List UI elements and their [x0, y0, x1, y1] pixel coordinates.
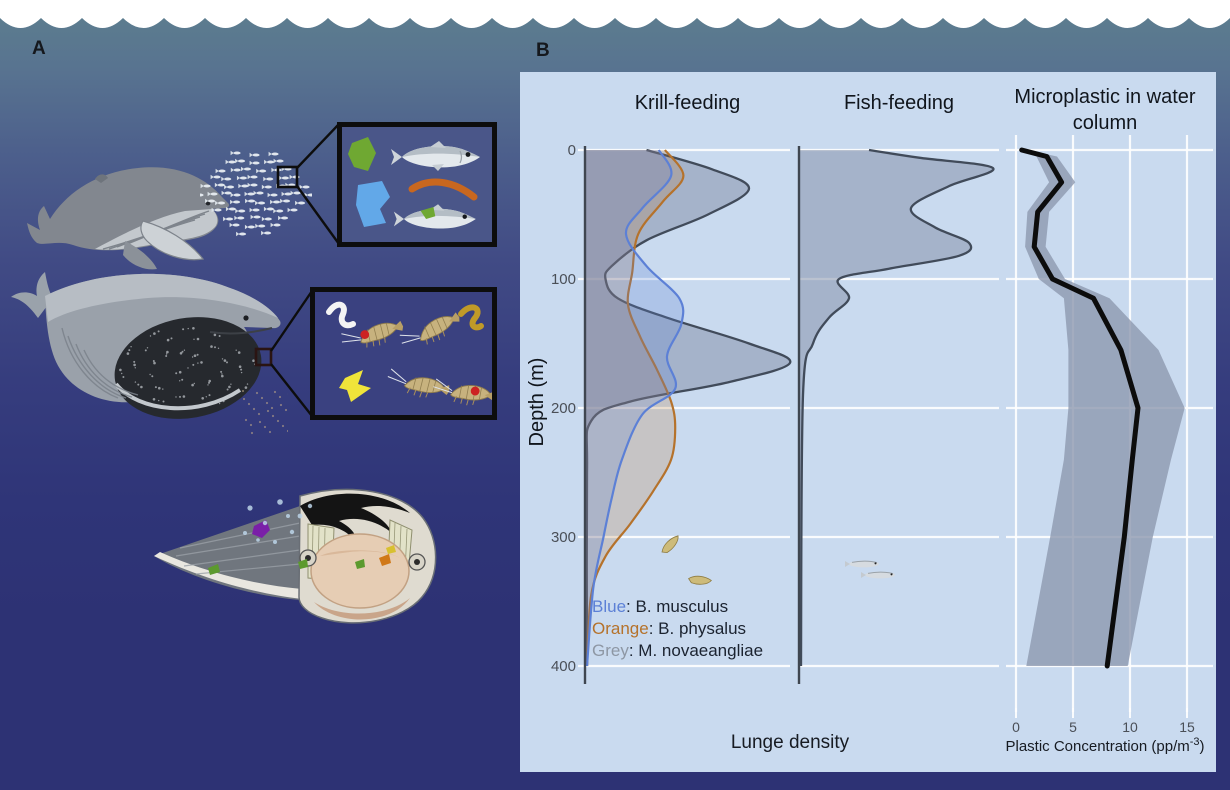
- svg-text:100: 100: [551, 271, 576, 288]
- fish-illustration: [391, 141, 480, 171]
- panel-b-label: B: [536, 40, 550, 61]
- fish-feeding-title: Fish-feeding: [843, 92, 955, 114]
- fish-school-illustration: [200, 150, 312, 237]
- legend-species: B. physalus: [649, 619, 746, 638]
- svg-text:0: 0: [1012, 719, 1020, 735]
- legend-species: B. musculus: [626, 597, 728, 616]
- orange-plastic-bit: [379, 554, 391, 566]
- legend-item: OrangeB. physalus: [592, 618, 763, 640]
- inset-krill-microplastics: [310, 287, 497, 420]
- krill-illustration: [384, 368, 452, 403]
- inset-fish-microplastics: [337, 122, 497, 247]
- microplastic-title: Microplastic in water column: [1014, 86, 1196, 134]
- legend-color-word: Blue: [592, 597, 627, 616]
- chart-legend: BlueB. musculus OrangeB. physalus GreyM.…: [592, 596, 763, 662]
- yellow-plastic-bit: [386, 545, 396, 554]
- lunge-density-axis-label: Lunge density: [730, 732, 850, 753]
- whale-head-cross-section-illustration: [154, 488, 437, 624]
- panel-b-figure: 0 100 200 300 400 0 5 10 15 Krill-feeding Fish-f…: [520, 72, 1216, 772]
- legend-color-word: Orange: [592, 619, 649, 638]
- plastic-concentration-axis-label: Plastic Concentration (pp/m-3): [1005, 736, 1205, 755]
- svg-text:15: 15: [1179, 719, 1195, 735]
- yellow-plastic-fragment: [339, 370, 371, 402]
- krill-feeding-title: Krill-feeding: [634, 92, 741, 114]
- legend-item: GreyM. novaeangliae: [592, 640, 763, 662]
- white-plastic-fiber: [326, 301, 356, 329]
- blue-plastic-fragment: [356, 181, 390, 227]
- fish-illustration: [393, 204, 476, 229]
- krill-illustration: [397, 306, 465, 358]
- svg-text:0: 0: [568, 142, 576, 159]
- svg-text:10: 10: [1122, 719, 1138, 735]
- svg-text:300: 300: [551, 529, 576, 546]
- svg-text:400: 400: [551, 658, 576, 675]
- green-plastic-fragment: [348, 137, 376, 171]
- legend-species: M. novaeangliae: [629, 641, 763, 660]
- mustard-plastic-fiber: [458, 304, 484, 331]
- panel-a-label: A: [32, 38, 46, 59]
- blue-whale-illustration: [11, 272, 288, 435]
- krill-illustration: [431, 378, 492, 409]
- orange-plastic-fiber: [408, 178, 478, 201]
- depth-profile-charts: 0 100 200 300 400 0 5 10 15: [551, 135, 1213, 735]
- humpback-whale-illustration: [27, 167, 229, 270]
- ocean-surface-wave-border: [0, 0, 1230, 28]
- svg-text:5: 5: [1069, 719, 1077, 735]
- krill-illustration: [338, 314, 407, 357]
- water-droplets: [243, 499, 313, 544]
- legend-color-word: Grey: [592, 641, 629, 660]
- legend-item: BlueB. musculus: [592, 596, 763, 618]
- y-axis-label: Depth (m): [526, 357, 548, 447]
- inset-connector-lines: [254, 123, 340, 417]
- svg-text:200: 200: [551, 400, 576, 417]
- green-plastic-bit: [208, 564, 220, 575]
